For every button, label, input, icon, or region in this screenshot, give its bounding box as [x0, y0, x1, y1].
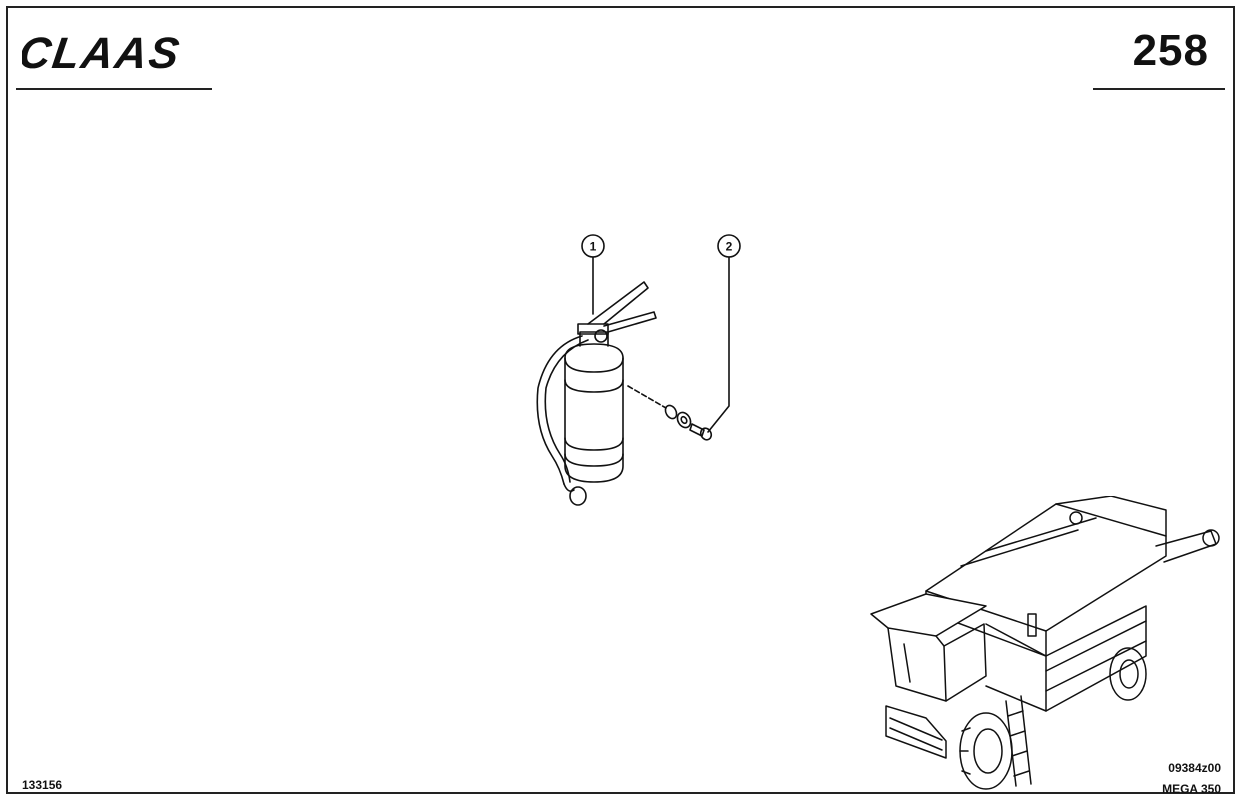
- callout-2[interactable]: 2: [707, 234, 741, 433]
- combine-harvester-icon: [870, 496, 1220, 790]
- parts-drawing: 1 2: [536, 234, 741, 506]
- page-number: 258: [1132, 26, 1209, 75]
- combine-harvester-drawing: [870, 496, 1220, 790]
- header-rule-left: [16, 88, 212, 90]
- claas-logo: CLAAS: [22, 29, 184, 78]
- drawing-id: 09384z00: [1168, 761, 1221, 775]
- callout-1-label: 1: [590, 240, 597, 254]
- fire-extinguisher-icon: [536, 281, 667, 506]
- page-frame: CLAAS 258 1 2: [6, 6, 1235, 796]
- model-name: MEGA 350: [1162, 782, 1221, 796]
- svg-text:CLAAS: CLAAS: [22, 29, 184, 78]
- bolt-icon: [664, 404, 713, 441]
- callout-1[interactable]: 1: [581, 234, 605, 315]
- document-id: 133156: [22, 778, 63, 792]
- header-rule-right: [1093, 88, 1225, 90]
- callout-2-label: 2: [726, 240, 733, 254]
